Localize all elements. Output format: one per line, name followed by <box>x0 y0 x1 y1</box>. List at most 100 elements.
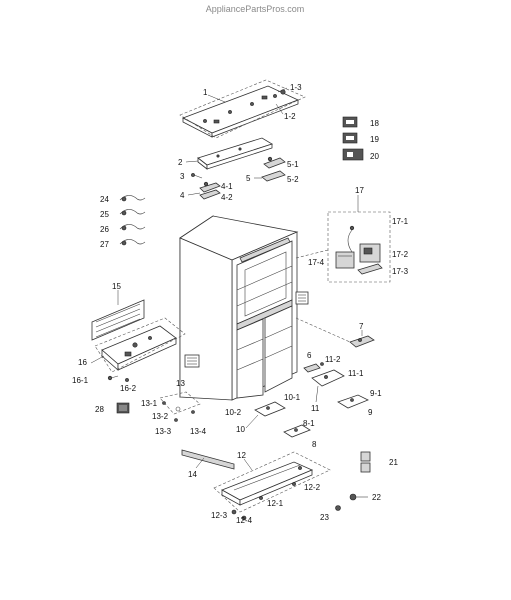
label-10-1: 10-1 <box>284 393 301 402</box>
part-5-right-hinge[interactable] <box>261 156 286 182</box>
label-16-2: 16-2 <box>120 384 137 393</box>
part-12-3-foot[interactable] <box>231 509 237 515</box>
label-18: 18 <box>370 119 379 128</box>
leader-14 <box>195 457 205 469</box>
label-16: 16 <box>78 358 87 367</box>
leader-16 <box>90 355 105 364</box>
part-27-clip[interactable] <box>119 239 146 246</box>
part-14-trim-strip[interactable] <box>181 449 235 470</box>
label-5-2: 5-2 <box>287 175 299 184</box>
label-11-2: 11-2 <box>325 355 341 364</box>
cabinet-side-vent <box>184 354 200 368</box>
part-3-screw[interactable] <box>191 173 203 179</box>
part-17-4-housing[interactable] <box>335 251 355 269</box>
leader-4 <box>187 192 201 196</box>
label-5: 5 <box>246 174 251 183</box>
part-12-4-foot[interactable] <box>241 515 247 521</box>
label-10-2: 10-2 <box>225 408 242 417</box>
part-19-switch[interactable] <box>342 132 358 144</box>
part-23-roller[interactable] <box>335 505 341 511</box>
label-8: 8 <box>312 440 317 449</box>
label-22: 22 <box>372 493 381 502</box>
label-16-1: 16-1 <box>72 376 89 385</box>
part-20-control-board[interactable] <box>342 148 364 161</box>
label-17-4: 17-4 <box>308 258 325 267</box>
part-26-clip[interactable] <box>119 224 146 231</box>
leader-11 <box>315 385 319 403</box>
label-11: 11 <box>311 404 320 413</box>
part-13-4-screw[interactable] <box>191 410 195 414</box>
label-8-1: 8-1 <box>303 419 315 428</box>
part-17-2-motor[interactable] <box>359 243 381 263</box>
part-18-switch[interactable] <box>342 116 358 128</box>
part-17-dash-frame <box>327 211 391 283</box>
part-7-guide <box>295 317 351 343</box>
part-4-left-hinge[interactable] <box>199 181 221 200</box>
part-1-top-cover[interactable] <box>182 85 300 138</box>
label-1-2: 1-2 <box>284 112 296 121</box>
label-12-2: 12-2 <box>304 483 321 492</box>
part-9-drawer-hinge[interactable] <box>337 394 369 409</box>
part-24-clip[interactable] <box>119 195 146 202</box>
part-12-dash-frame <box>213 451 331 513</box>
label-6: 6 <box>307 351 312 360</box>
part-12-2-screw[interactable] <box>292 482 296 486</box>
label-9: 9 <box>368 408 373 417</box>
part-12-base-plate[interactable] <box>221 461 314 506</box>
part-1-dash-frame <box>179 79 306 139</box>
part-11-center-hinge[interactable] <box>311 369 345 387</box>
label-19: 19 <box>370 135 379 144</box>
part-16-base-cover[interactable] <box>101 325 177 371</box>
part-21-clips[interactable] <box>360 451 371 473</box>
label-28: 28 <box>95 405 104 414</box>
part-7-lower-hinge[interactable] <box>349 335 375 348</box>
part-13-dash-frame <box>159 391 201 415</box>
label-25: 25 <box>100 210 109 219</box>
cabinet-right-vent <box>295 291 309 305</box>
label-23: 23 <box>320 513 329 522</box>
label-9-1: 9-1 <box>370 389 382 398</box>
label-12: 12 <box>237 451 246 460</box>
part-8-lower-hinge[interactable] <box>283 424 311 438</box>
part-17-guide <box>295 249 329 259</box>
part-6-hinge-pin[interactable] <box>303 363 321 373</box>
label-13-4: 13-4 <box>190 427 207 436</box>
part-17-3-bracket[interactable] <box>357 263 383 275</box>
label-1: 1 <box>203 88 208 97</box>
label-2: 2 <box>178 158 183 167</box>
label-13: 13 <box>176 379 185 388</box>
leader-2 <box>185 160 199 163</box>
part-12-1-screw[interactable] <box>259 496 263 500</box>
part-13-2-washer[interactable] <box>175 406 181 412</box>
cabinet[interactable] <box>179 215 299 401</box>
label-24: 24 <box>100 195 109 204</box>
part-28-filter[interactable] <box>116 402 130 414</box>
label-13-2: 13-2 <box>152 412 169 421</box>
leader-1 <box>207 94 226 103</box>
label-12-3: 12-3 <box>211 511 228 520</box>
label-7: 7 <box>359 322 364 331</box>
label-17-1: 17-1 <box>392 217 409 226</box>
leader-10 <box>245 414 259 429</box>
label-1-3: 1-3 <box>290 83 302 92</box>
part-25-clip[interactable] <box>119 209 146 216</box>
part-16-2-screw[interactable] <box>125 378 129 382</box>
label-17: 17 <box>355 186 364 195</box>
label-26: 26 <box>100 225 109 234</box>
part-16-1-screw[interactable] <box>107 375 119 381</box>
label-12-1: 12-1 <box>267 499 284 508</box>
label-12-4: 12-4 <box>236 516 253 525</box>
label-14: 14 <box>188 470 197 479</box>
part-1-3-screw[interactable] <box>280 89 286 95</box>
label-27: 27 <box>100 240 109 249</box>
part-17-1-tube[interactable] <box>347 225 355 253</box>
part-2-hinge-cover[interactable] <box>197 137 273 170</box>
part-11-2-screw[interactable] <box>320 362 324 366</box>
part-10-drawer-hinge[interactable] <box>254 401 286 417</box>
part-13-3-screw[interactable] <box>174 418 178 422</box>
part-13-1-screw[interactable] <box>162 401 166 405</box>
part-22-leveling-leg[interactable] <box>349 493 368 501</box>
label-11-1: 11-1 <box>348 369 364 378</box>
part-15-rear-grille[interactable] <box>91 299 145 341</box>
